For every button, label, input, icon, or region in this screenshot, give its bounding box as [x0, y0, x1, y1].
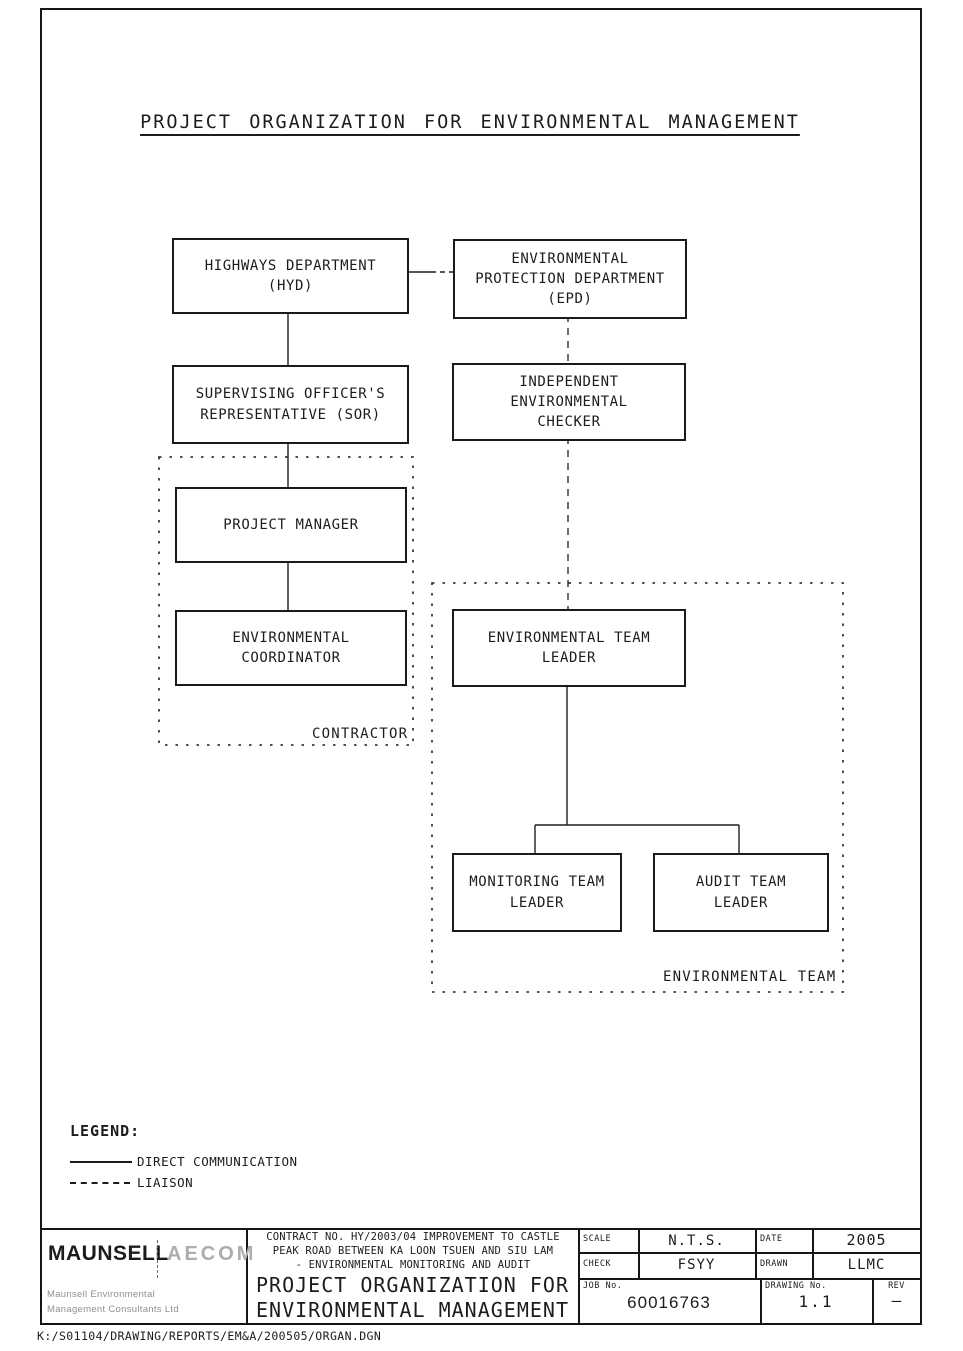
drawing-title-line: ENVIRONMENTAL MANAGEMENT: [256, 1298, 569, 1322]
legend-heading: LEGEND:: [70, 1122, 141, 1140]
aecom-logo: AECOM: [167, 1243, 257, 1265]
org-box-line: SUPERVISING OFFICER'S: [195, 386, 386, 403]
diagram-title: PROJECT ORGANIZATION FOR ENVIRONMENTAL M…: [140, 112, 800, 133]
rev-label: REV: [888, 1281, 905, 1291]
org-box-line: HIGHWAYS DEPARTMENT: [204, 257, 377, 274]
org-box-project-manager: PROJECT MANAGER: [175, 487, 407, 563]
company-name: Maunsell Environmental Management Consul…: [47, 1288, 179, 1317]
org-box-line: ENVIRONMENTAL TEAM: [487, 629, 651, 646]
date-label: DATE: [760, 1234, 783, 1244]
contract-description: CONTRACT NO. HY/2003/04 IMPROVEMENT TO C…: [250, 1231, 576, 1273]
drawing-border-frame: [40, 8, 922, 1325]
company-name-line: Maunsell Environmental: [47, 1289, 155, 1300]
drawn-label: DRAWN: [760, 1259, 789, 1269]
date-value: 2005: [846, 1231, 887, 1249]
org-box-environmental-team-leader: ENVIRONMENTAL TEAM LEADER: [452, 609, 686, 687]
legend-label-liaison: LIAISON: [137, 1175, 194, 1190]
org-box-line: (EPD): [547, 291, 593, 308]
titleblock-divider: [246, 1228, 248, 1325]
legend-label-direct-communication: DIRECT COMMUNICATION: [137, 1154, 298, 1169]
org-box-environmental-protection-department: ENVIRONMENTAL PROTECTION DEPARTMENT (EPD…: [453, 239, 687, 319]
titleblock-divider: [812, 1228, 814, 1278]
titleblock-divider: [872, 1278, 874, 1325]
org-box-monitoring-team-leader: MONITORING TEAM LEADER: [452, 853, 622, 932]
contract-line: CONTRACT NO. HY/2003/04 IMPROVEMENT TO C…: [266, 1231, 560, 1243]
org-box-line: REPRESENTATIVE (SOR): [200, 406, 381, 423]
org-box-highways-department: HIGHWAYS DEPARTMENT (HYD): [172, 238, 409, 314]
job-no-value: 60016763: [627, 1293, 711, 1312]
contractor-boundary: [158, 456, 414, 746]
titleblock-divider: [578, 1228, 580, 1325]
org-box-line: PROTECTION DEPARTMENT: [475, 270, 665, 287]
legend-dashed-line-sample: [70, 1182, 130, 1184]
drawing-title-line: PROJECT ORGANIZATION FOR: [256, 1273, 569, 1297]
environmental-team-group-label: ENVIRONMENTAL TEAM: [663, 969, 837, 985]
company-name-line: Management Consultants Ltd: [47, 1303, 179, 1315]
org-box-supervising-officers-representative: SUPERVISING OFFICER'S REPRESENTATIVE (SO…: [172, 365, 409, 444]
titleblock-divider: [578, 1252, 922, 1254]
org-box-audit-team-leader: AUDIT TEAM LEADER: [653, 853, 829, 932]
drawn-value: LLMC: [847, 1257, 886, 1273]
contract-line: PEAK ROAD BETWEEN KA LOON TSUEN AND SIU …: [272, 1244, 554, 1257]
job-no-label: JOB No.: [583, 1281, 623, 1291]
titleblock-divider: [578, 1278, 922, 1280]
org-box-line: LEADER: [541, 650, 597, 666]
titleblock-top-border: [40, 1228, 922, 1230]
org-box-line: INDEPENDENT: [519, 373, 619, 390]
contract-line: - ENVIRONMENTAL MONITORING AND AUDIT: [295, 1258, 531, 1271]
org-box-line: ENVIRONMENTAL: [232, 629, 350, 646]
drawing-no-label: DRAWING No.: [765, 1281, 827, 1291]
titleblock-drawing-title: PROJECT ORGANIZATION FOR ENVIRONMENTAL M…: [256, 1273, 578, 1323]
org-box-line: AUDIT TEAM: [695, 874, 787, 891]
org-box-line: LEADER: [713, 894, 769, 911]
rev-value: –: [891, 1291, 902, 1310]
org-box-line: CHECKER: [537, 414, 601, 431]
org-box-environmental-coordinator: ENVIRONMENTAL COORDINATOR: [175, 610, 407, 686]
check-value: FSYY: [677, 1257, 716, 1273]
file-path: K:/S01104/DRAWING/REPORTS/EM&A/200505/OR…: [37, 1329, 382, 1343]
org-box-line: LEADER: [509, 894, 565, 911]
scale-value: N.T.S.: [668, 1233, 725, 1249]
org-box-line: PROJECT MANAGER: [223, 516, 359, 533]
logo-divider: [157, 1240, 158, 1278]
titleblock-divider: [638, 1228, 640, 1278]
org-box-independent-environmental-checker: INDEPENDENT ENVIRONMENTAL CHECKER: [452, 363, 686, 441]
org-box-line: ENVIRONMENTAL: [510, 393, 628, 410]
maunsell-logo: MAUNSELL: [48, 1242, 169, 1265]
contractor-group-label: CONTRACTOR: [312, 726, 409, 742]
check-label: CHECK: [583, 1259, 612, 1269]
titleblock-divider: [760, 1278, 762, 1325]
org-box-line: COORDINATOR: [241, 650, 341, 666]
org-box-line: ENVIRONMENTAL: [511, 250, 629, 267]
org-box-line: (HYD): [267, 278, 314, 294]
titleblock-divider: [755, 1228, 757, 1278]
org-box-line: MONITORING TEAM: [469, 874, 605, 891]
drawing-no-value: 1.1: [798, 1292, 834, 1311]
scale-label: SCALE: [583, 1234, 612, 1244]
legend-solid-line-sample: [70, 1161, 132, 1163]
